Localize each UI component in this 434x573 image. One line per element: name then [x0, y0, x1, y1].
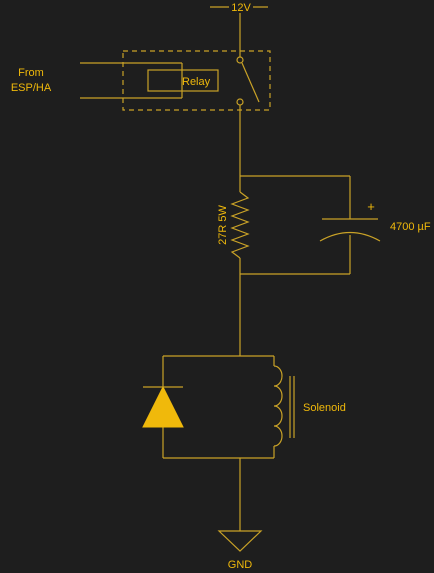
ground-label: GND — [228, 559, 253, 571]
relay-coil-icon — [80, 62, 219, 99]
flyback-loop — [162, 355, 275, 459]
diode-icon — [142, 385, 184, 428]
rc-parallel-network — [239, 175, 351, 275]
solenoid-coil-icon — [273, 365, 295, 447]
resistor-icon — [230, 191, 250, 259]
input-label-line2: ESP/HA — [11, 82, 52, 94]
solenoid-label: Solenoid — [303, 402, 346, 414]
capacitor-icon — [319, 218, 381, 242]
supply-label: 12V — [231, 2, 251, 14]
relay-switch-icon — [236, 56, 260, 176]
relay-label: Relay — [182, 76, 211, 88]
ground-icon — [217, 530, 263, 552]
input-label-line1: From — [18, 67, 44, 79]
relay-package-outline — [122, 50, 271, 111]
resistor-label: 27R 5W — [217, 205, 229, 245]
supply-rail: 12V — [210, 1, 268, 57]
capacitor-label: 4700 µF — [390, 221, 431, 233]
capacitor-polarity: + — [367, 199, 375, 214]
